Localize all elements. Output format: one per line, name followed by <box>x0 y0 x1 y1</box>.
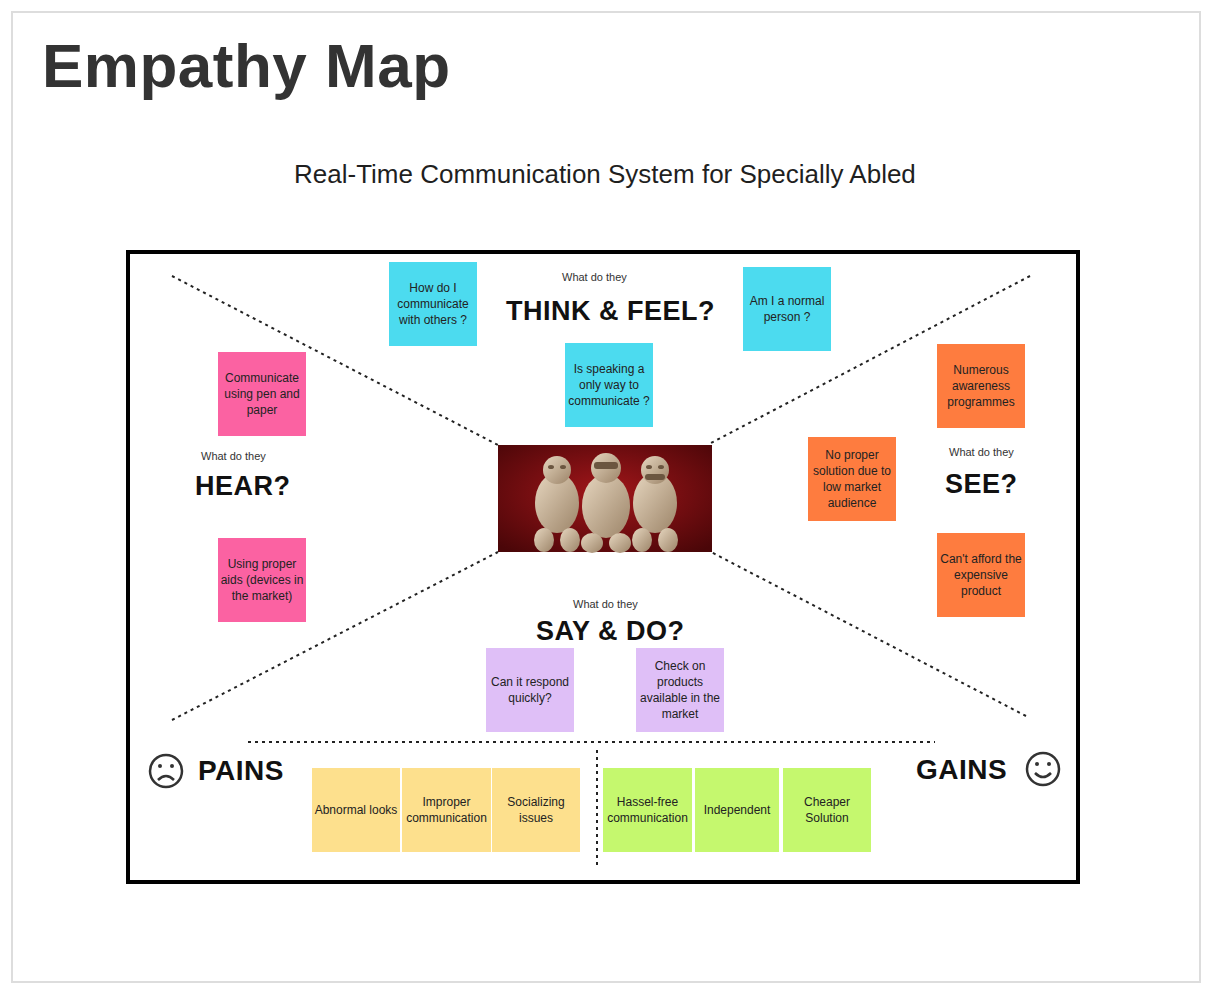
note-text-line: Using proper aids (devices in the market… <box>220 556 304 604</box>
sticky-note: Cheaper Solution <box>783 768 871 852</box>
note-text: Am I a normal person ? <box>745 293 829 325</box>
happy-face <box>1027 753 1059 785</box>
sticky-note: Is speaking a only way to communicate ? <box>565 343 653 427</box>
note-text-line: Can it respond quickly? <box>488 674 572 706</box>
note-text: Is speaking a only way to communicate ? <box>567 361 651 409</box>
note-text-line: Can't afford the expensive product <box>939 551 1023 599</box>
divider-lines <box>172 276 1030 868</box>
sticky-note: Abnormal looks <box>312 768 400 852</box>
sticky-note: Check on products available in the marke… <box>636 648 724 732</box>
sticky-note: Can't afford the expensive product <box>937 533 1025 617</box>
note-text: Independent <box>704 802 771 818</box>
section-prompt: What do they <box>201 450 266 462</box>
note-text: Check on products available in the marke… <box>638 658 722 722</box>
section-heading: SAY & DO? <box>536 616 685 647</box>
sad-face <box>150 755 182 787</box>
note-text-line: Socializing issues <box>494 794 578 826</box>
map-frame <box>128 252 1078 882</box>
subtitle: Real-Time Communication System for Speci… <box>294 159 916 190</box>
sticky-note: Am I a normal person ? <box>743 267 831 351</box>
happy-face-eyes <box>1035 762 1051 766</box>
note-text: Can't afford the expensive product <box>939 551 1023 599</box>
note-text-line: Hassel-free communication <box>605 794 690 826</box>
gains-heading: GAINS <box>916 754 1007 786</box>
page-border <box>12 12 1200 982</box>
note-text: Can it respond quickly? <box>488 674 572 706</box>
sticky-note: Numerous awareness programmes <box>937 344 1025 428</box>
note-text: Numerous awareness programmes <box>939 362 1023 410</box>
monkeys-illustration <box>498 445 712 553</box>
note-text: How do I communicate with others ? <box>391 280 475 328</box>
note-text-line: How do I communicate with others ? <box>391 280 475 328</box>
note-text: Abnormal looks <box>315 802 398 818</box>
section-heading: SEE? <box>945 469 1018 500</box>
sticky-note: Independent <box>695 768 779 852</box>
sticky-note: Using proper aids (devices in the market… <box>218 538 306 622</box>
sticky-note: Hassel-free communication <box>603 768 692 852</box>
note-text-line: Improper communication <box>404 794 489 826</box>
note-text-line: Numerous awareness programmes <box>939 362 1023 410</box>
note-text-line: No proper solution due to low market aud… <box>810 447 894 511</box>
note-text-line: Cheaper Solution <box>785 794 869 826</box>
note-text: Communicate using pen and paper <box>220 370 304 418</box>
sticky-note: Socializing issues <box>492 768 580 852</box>
note-text: Socializing issues <box>494 794 578 826</box>
note-text: Hassel-free communication <box>605 794 690 826</box>
note-text-line: Independent <box>704 802 771 818</box>
section-prompt: What do they <box>562 271 627 283</box>
note-text: No proper solution due to low market aud… <box>810 447 894 511</box>
note-text: Improper communication <box>404 794 489 826</box>
note-text-line: Is speaking a only way to communicate ? <box>567 361 651 409</box>
section-prompt: What do they <box>573 598 638 610</box>
section-heading: THINK & FEEL? <box>506 296 715 327</box>
sticky-note: No proper solution due to low market aud… <box>808 437 896 521</box>
section-prompt: What do they <box>949 446 1014 458</box>
page-title: Empathy Map <box>42 30 451 101</box>
note-text-line: Communicate using pen and paper <box>220 370 304 418</box>
note-text: Using proper aids (devices in the market… <box>220 556 304 604</box>
sad-face-eyes <box>158 764 174 768</box>
sticky-note: Communicate using pen and paper <box>218 352 306 436</box>
sticky-note: How do I communicate with others ? <box>389 262 477 346</box>
sticky-note: Improper communication <box>402 768 491 852</box>
note-text-line: Abnormal looks <box>315 802 398 818</box>
pains-heading: PAINS <box>198 755 284 787</box>
note-text-line: Am I a normal person ? <box>745 293 829 325</box>
section-heading: HEAR? <box>195 471 291 502</box>
sticky-note: Can it respond quickly? <box>486 648 574 732</box>
note-text-line: Check on products available in the marke… <box>638 658 722 722</box>
note-text: Cheaper Solution <box>785 794 869 826</box>
